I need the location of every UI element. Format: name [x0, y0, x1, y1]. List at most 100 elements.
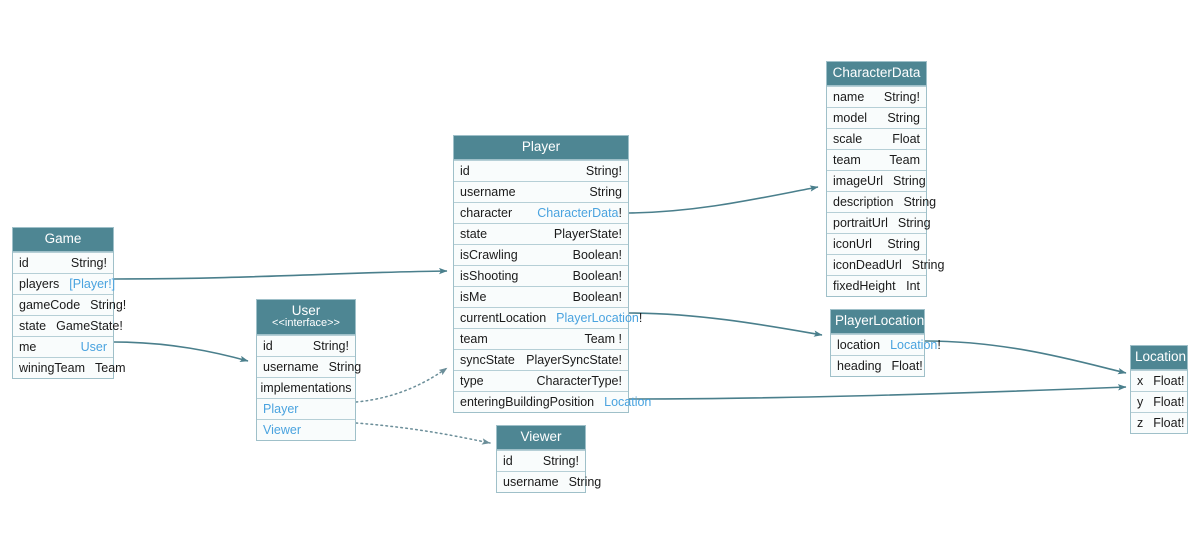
- field-name: name: [833, 90, 865, 104]
- field-name: description: [833, 195, 894, 209]
- field-name: team: [460, 332, 488, 346]
- field-player-iscrawling[interactable]: isCrawling Boolean!: [454, 244, 628, 265]
- field-player-type[interactable]: type CharacterType!: [454, 370, 628, 391]
- field-name: gameCode: [19, 298, 81, 312]
- field-game-state[interactable]: state GameState!: [13, 315, 123, 336]
- field-game-id[interactable]: id String!: [13, 252, 113, 273]
- field-name: isShooting: [460, 269, 519, 283]
- edge-game-players-to-player: [113, 267, 448, 280]
- field-type: Team: [95, 361, 126, 375]
- field-characterdata-model[interactable]: model String: [827, 107, 926, 128]
- field-name: x: [1137, 374, 1144, 388]
- field-user-username[interactable]: username String: [257, 356, 361, 377]
- field-player-team[interactable]: team Team !: [454, 328, 628, 349]
- field-location-z[interactable]: z Float!: [1131, 412, 1187, 433]
- field-type-wrap[interactable]: CharacterData!: [537, 206, 622, 220]
- node-characterdata-title: CharacterData: [827, 62, 926, 86]
- node-user[interactable]: User <<interface>> id String! username S…: [256, 299, 361, 441]
- field-location-y[interactable]: y Float!: [1131, 391, 1187, 412]
- field-characterdata-name[interactable]: name String!: [827, 86, 926, 107]
- field-type: String: [568, 475, 602, 489]
- field-characterdata-portraiturl[interactable]: portraitUrl String: [827, 212, 931, 233]
- field-name: me: [19, 340, 37, 354]
- field-type-wrap[interactable]: PlayerLocation!: [556, 311, 642, 325]
- field-name: currentLocation: [460, 311, 547, 325]
- field-characterdata-icondeadurl[interactable]: iconDeadUrl String: [827, 254, 944, 275]
- field-player-username[interactable]: username String: [454, 181, 628, 202]
- field-type[interactable]: Location: [604, 395, 652, 409]
- field-type[interactable]: [Player!]: [69, 277, 116, 291]
- edge-user-player-impl: [355, 367, 448, 403]
- field-type: PlayerState!: [553, 227, 622, 241]
- field-name: isCrawling: [460, 248, 518, 262]
- field-type: String: [887, 111, 920, 125]
- node-viewer[interactable]: Viewer id String! username String: [496, 425, 601, 493]
- field-characterdata-team[interactable]: team Team: [827, 149, 926, 170]
- field-game-winingteam[interactable]: winingTeam Team: [13, 357, 126, 378]
- field-playerlocation-heading[interactable]: heading Float!: [831, 355, 924, 376]
- edge-player-character-to-characterdata: [628, 185, 819, 214]
- field-user-id[interactable]: id String!: [257, 335, 355, 356]
- field-player-isshooting[interactable]: isShooting Boolean!: [454, 265, 628, 286]
- field-type: Boolean!: [572, 290, 622, 304]
- field-type[interactable]: CharacterData: [537, 206, 619, 220]
- field-name: model: [833, 111, 868, 125]
- field-player-id[interactable]: id String!: [454, 160, 628, 181]
- field-player-enteringbuildingposition[interactable]: enteringBuildingPosition Location: [454, 391, 651, 412]
- field-name: username: [263, 360, 319, 374]
- field-type: String!: [70, 256, 107, 270]
- node-user-title-text: User: [291, 303, 321, 318]
- field-name: id: [19, 256, 29, 270]
- field-name: id: [263, 339, 273, 353]
- field-type[interactable]: User: [80, 340, 107, 354]
- field-type-wrap[interactable]: Location!: [890, 338, 941, 352]
- field-game-me[interactable]: me User: [13, 336, 113, 357]
- field-name: id: [503, 454, 513, 468]
- user-implementations-label: implementations: [257, 377, 355, 398]
- field-location-x[interactable]: x Float!: [1131, 370, 1187, 391]
- field-characterdata-fixedheight[interactable]: fixedHeight Int: [827, 275, 926, 296]
- field-type: Float!: [891, 359, 923, 373]
- field-type: Int: [906, 279, 920, 293]
- field-player-isme[interactable]: isMe Boolean!: [454, 286, 628, 307]
- field-player-syncstate[interactable]: syncState PlayerSyncState!: [454, 349, 628, 370]
- field-characterdata-description[interactable]: description String: [827, 191, 936, 212]
- field-type: CharacterType!: [536, 374, 622, 388]
- impl-name: Player: [263, 402, 299, 416]
- field-type-suffix: !: [638, 311, 643, 325]
- field-type: String: [893, 174, 926, 188]
- field-type: String!: [585, 164, 622, 178]
- field-player-state[interactable]: state PlayerState!: [454, 223, 628, 244]
- field-characterdata-iconurl[interactable]: iconUrl String: [827, 233, 926, 254]
- field-name: z: [1137, 416, 1144, 430]
- field-type: String!: [542, 454, 579, 468]
- field-name: players: [19, 277, 60, 291]
- user-implementation-viewer[interactable]: Viewer: [257, 419, 355, 440]
- field-game-gamecode[interactable]: gameCode String!: [13, 294, 126, 315]
- field-characterdata-imageurl[interactable]: imageUrl String: [827, 170, 926, 191]
- field-name: username: [460, 185, 516, 199]
- field-name: type: [460, 374, 484, 388]
- field-name: iconDeadUrl: [833, 258, 902, 272]
- user-implementation-player[interactable]: Player: [257, 398, 355, 419]
- node-location[interactable]: Location x Float! y Float! z Float!: [1130, 345, 1188, 434]
- node-player-title: Player: [454, 136, 628, 160]
- field-viewer-id[interactable]: id String!: [497, 450, 585, 471]
- node-player[interactable]: Player id String! username String charac…: [453, 135, 651, 413]
- node-playerlocation[interactable]: PlayerLocation location Location! headin…: [830, 309, 941, 377]
- field-characterdata-scale[interactable]: scale Float: [827, 128, 926, 149]
- node-playerlocation-title: PlayerLocation: [831, 310, 924, 334]
- field-type: String: [589, 185, 622, 199]
- field-name: winingTeam: [19, 361, 86, 375]
- field-viewer-username[interactable]: username String: [497, 471, 601, 492]
- field-player-character[interactable]: character CharacterData!: [454, 202, 628, 223]
- field-game-players[interactable]: players [Player!]: [13, 273, 116, 294]
- field-playerlocation-location[interactable]: location Location!: [831, 334, 941, 355]
- node-user-stereotype: <<interface>>: [272, 317, 340, 329]
- field-type[interactable]: PlayerLocation: [556, 311, 639, 325]
- field-type[interactable]: Location: [890, 338, 938, 352]
- node-characterdata[interactable]: CharacterData name String! model String …: [826, 61, 944, 297]
- field-type: String: [328, 360, 362, 374]
- field-player-currentlocation[interactable]: currentLocation PlayerLocation!: [454, 307, 642, 328]
- node-game[interactable]: Game id String! players [Player!] gameCo…: [12, 227, 126, 379]
